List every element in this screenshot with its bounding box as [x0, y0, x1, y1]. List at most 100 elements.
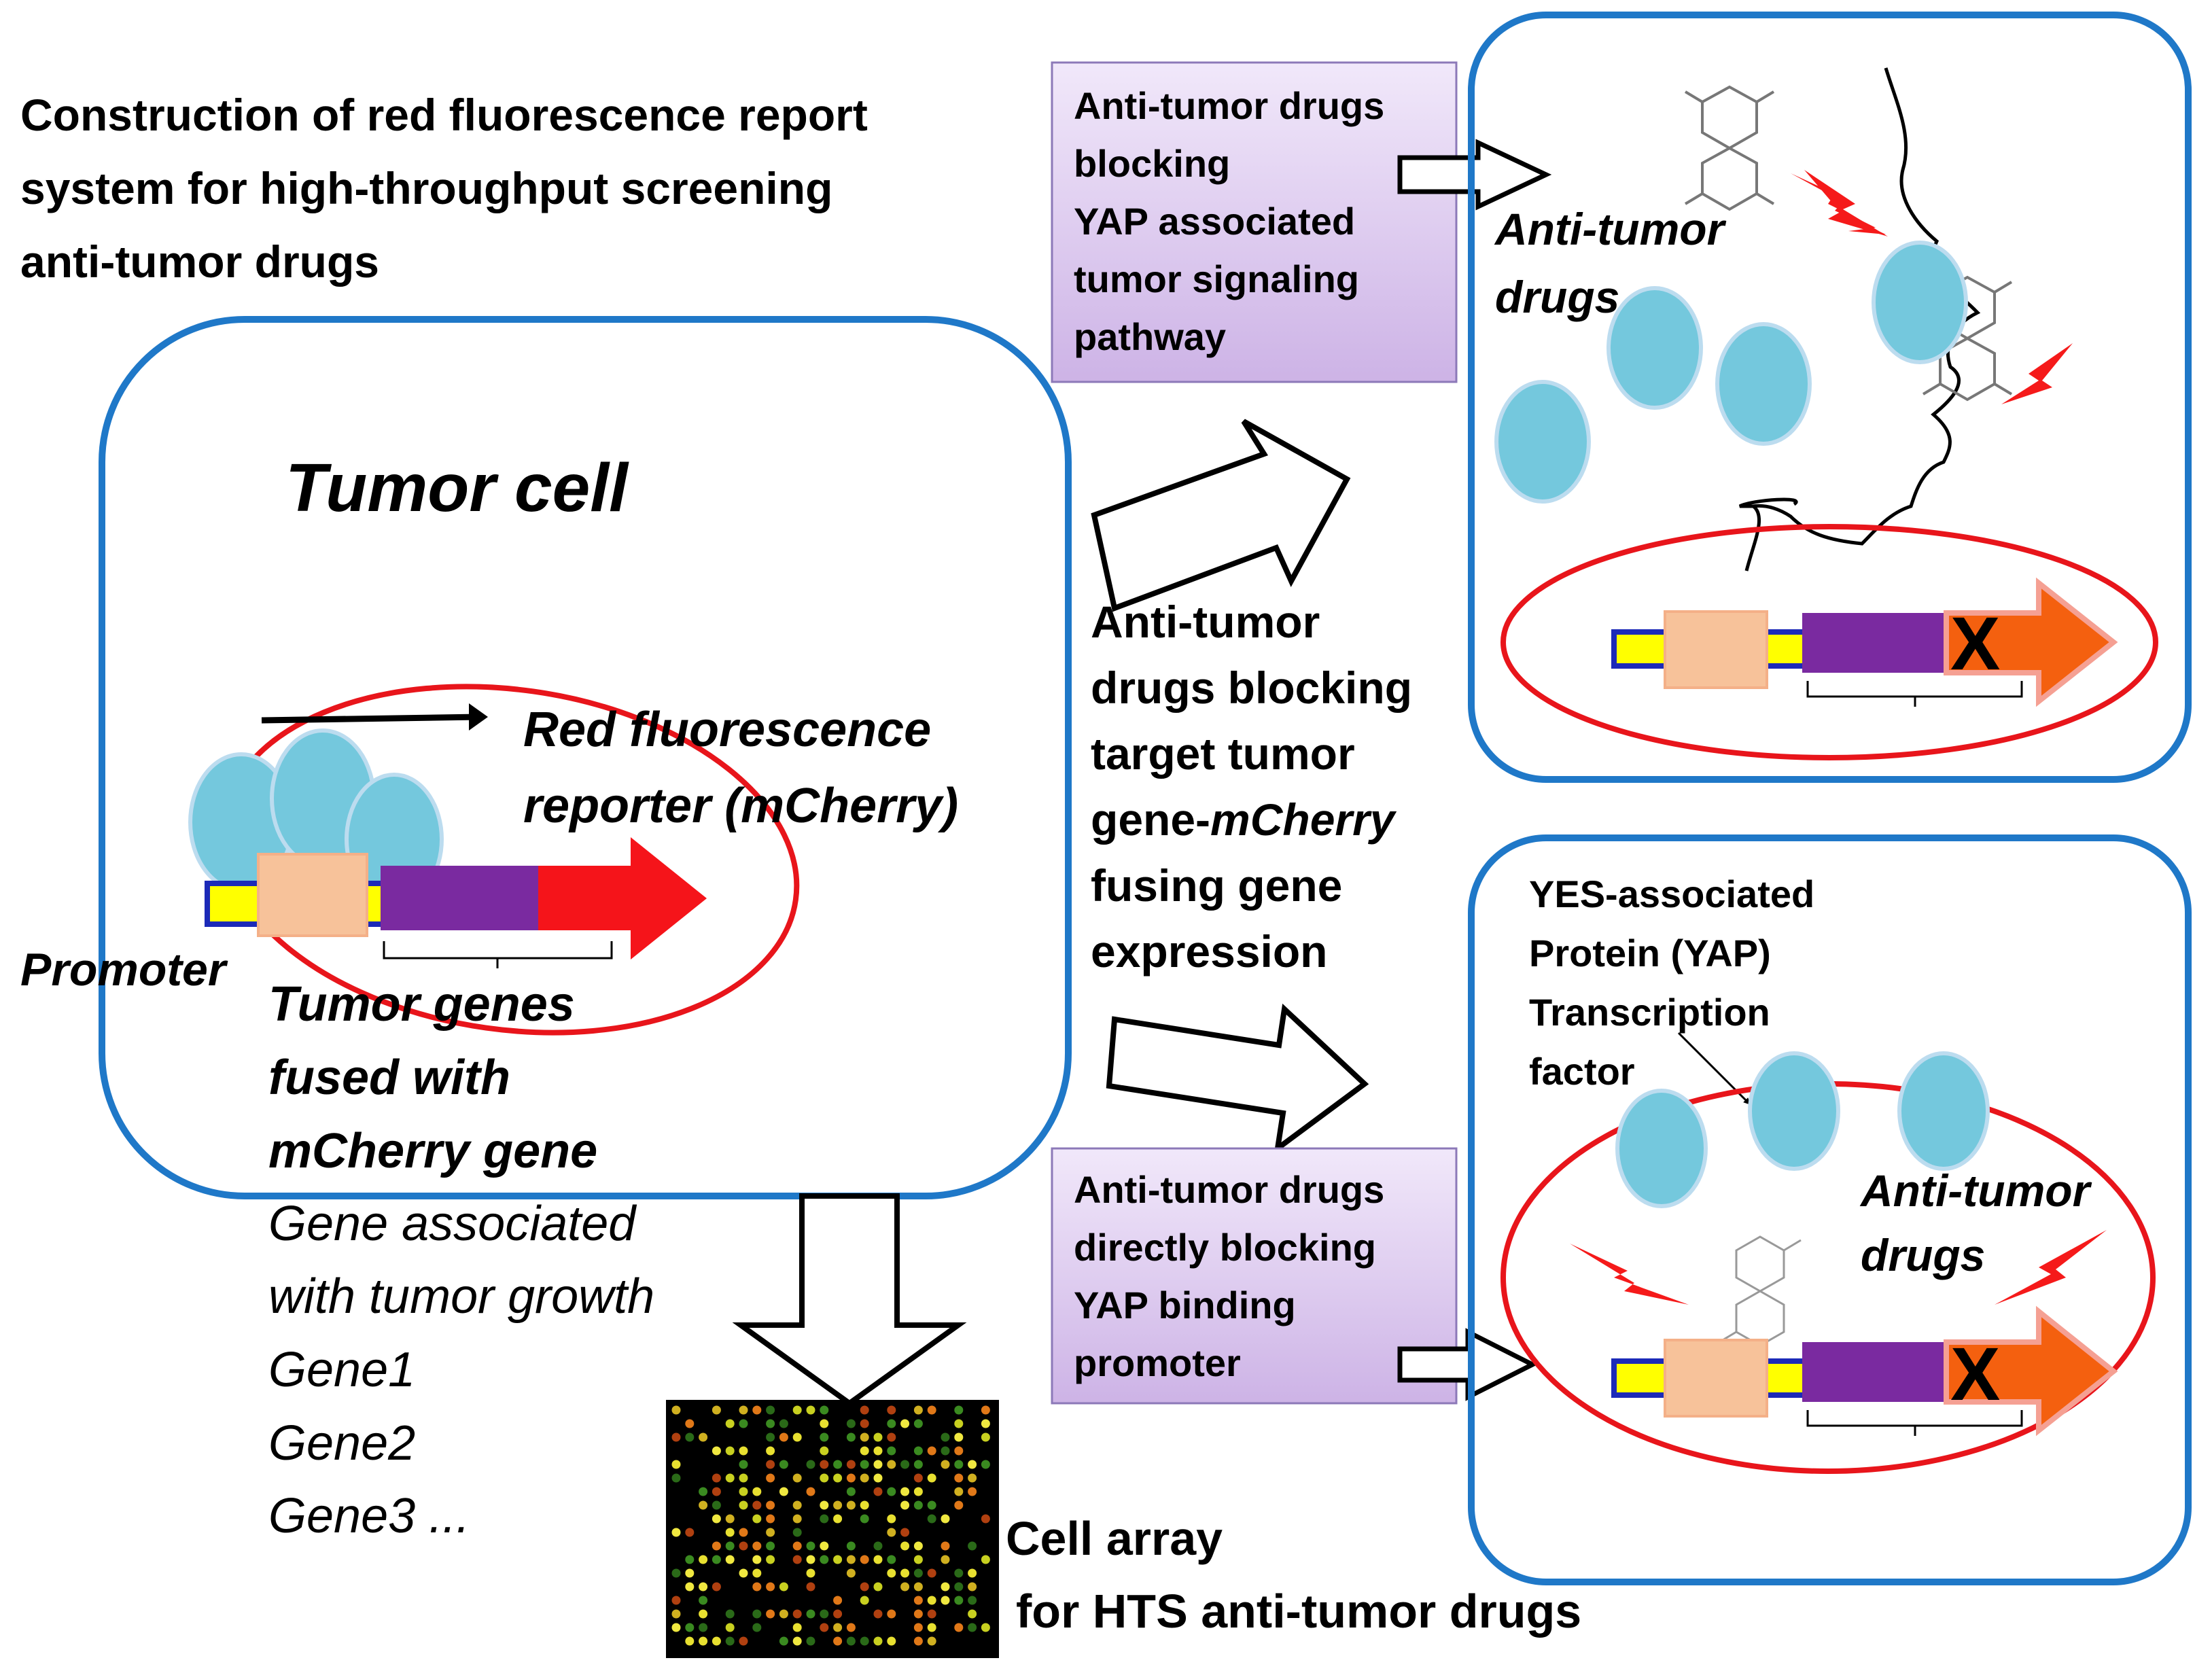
array-spot — [820, 1460, 829, 1469]
bottom-mechanism-text: Anti-tumor drugs directly blocking YAP b… — [1074, 1168, 1395, 1384]
array-spot — [927, 1609, 936, 1619]
array-spot — [699, 1432, 708, 1442]
array-spot — [752, 1623, 762, 1632]
array-spot — [833, 1514, 843, 1524]
mcherry-reporter-arrow — [1944, 577, 2118, 707]
array-spot — [833, 1596, 843, 1605]
top-mechanism-text: Anti-tumor drugs blocking YAP associated… — [1074, 84, 1395, 358]
array-spot — [900, 1500, 910, 1510]
array-spot — [860, 1419, 869, 1428]
array-spot — [846, 1555, 856, 1564]
array-spot — [981, 1514, 990, 1524]
treated-cell-bottom-border — [1468, 834, 2192, 1585]
array-spot — [792, 1514, 802, 1524]
array-spot — [887, 1555, 896, 1564]
array-spot — [873, 1487, 883, 1496]
anti-tumor-drugs-label-top: Anti-tumor drugs — [1494, 204, 1737, 322]
lower-right-arrow — [1106, 1003, 1369, 1155]
array-spot — [887, 1568, 896, 1578]
array-spot — [779, 1460, 788, 1469]
array-spot — [887, 1460, 896, 1469]
array-spot — [806, 1609, 815, 1619]
array-spot — [766, 1419, 775, 1428]
promoter-label: Promoter — [20, 944, 228, 996]
array-spot — [725, 1555, 735, 1564]
array-spot — [792, 1541, 802, 1551]
array-spot — [792, 1405, 802, 1415]
array-spot — [699, 1582, 708, 1591]
array-spot — [913, 1500, 923, 1510]
array-spot — [820, 1514, 829, 1524]
array-spot — [725, 1528, 735, 1537]
top-mechanism-box — [1051, 61, 1458, 383]
array-spot — [846, 1541, 856, 1551]
middle-explanation: Anti-tumor drugs blocking target tumor g… — [1091, 597, 1424, 977]
array-spot — [671, 1528, 681, 1537]
array-spot — [833, 1500, 843, 1510]
array-spot — [887, 1405, 896, 1415]
treated-cell-top-border — [1468, 12, 2192, 783]
array-spot — [699, 1623, 708, 1632]
array-spot — [792, 1432, 802, 1442]
array-spot — [752, 1609, 762, 1619]
array-spot — [779, 1487, 788, 1496]
array-spot — [699, 1609, 708, 1619]
array-spot — [913, 1568, 923, 1578]
gene-bracket — [1806, 681, 2023, 707]
array-spot — [820, 1419, 829, 1428]
array-spot — [860, 1514, 869, 1524]
promoter-block — [1664, 610, 1768, 689]
array-spot — [725, 1446, 735, 1456]
array-spot — [913, 1596, 923, 1605]
array-spot — [887, 1636, 896, 1646]
tumor-gene-block — [1802, 1342, 1946, 1402]
array-spot — [887, 1609, 896, 1619]
transcription-arrow — [261, 714, 480, 724]
lightning-bolt-icon — [2001, 343, 2073, 404]
array-spot — [927, 1500, 936, 1510]
blocked-x-mark: X — [1950, 602, 2000, 686]
array-spot — [927, 1405, 936, 1415]
array-spot — [900, 1460, 910, 1469]
yap-protein-oval — [1748, 1051, 1840, 1171]
array-spot — [712, 1582, 721, 1591]
array-spot — [833, 1473, 843, 1483]
array-spot — [981, 1555, 990, 1564]
array-spot — [927, 1636, 936, 1646]
array-spot — [820, 1609, 829, 1619]
array-spot — [873, 1555, 883, 1564]
array-spot — [873, 1446, 883, 1456]
array-spot — [941, 1582, 950, 1591]
gene-bracket — [383, 941, 613, 968]
array-spot — [820, 1473, 829, 1483]
array-spot — [913, 1473, 923, 1483]
tumor-gene-block — [381, 866, 538, 930]
array-spot — [766, 1541, 775, 1551]
down-arrow — [732, 1193, 967, 1407]
cell-array-spots — [671, 1405, 990, 1646]
array-spot — [766, 1528, 775, 1537]
title-text: Construction of red fluorescence report … — [20, 90, 880, 287]
gene-list: Gene associated with tumor growth Gene1 … — [268, 1197, 668, 1543]
array-spot — [671, 1432, 681, 1442]
array-spot — [820, 1432, 829, 1442]
array-spot — [846, 1419, 856, 1428]
bottom-mechanism-box — [1051, 1147, 1458, 1405]
array-spot — [981, 1405, 990, 1415]
array-spot — [913, 1555, 923, 1564]
array-spot — [887, 1419, 896, 1428]
array-spot — [766, 1555, 775, 1564]
array-spot — [725, 1623, 735, 1632]
array-spot — [900, 1487, 910, 1496]
array-spot — [752, 1487, 762, 1496]
array-spot — [968, 1473, 977, 1483]
array-spot — [887, 1514, 896, 1524]
array-spot — [913, 1582, 923, 1591]
array-spot — [968, 1596, 977, 1605]
array-spot — [900, 1419, 910, 1428]
array-spot — [860, 1432, 869, 1442]
array-spot — [685, 1623, 695, 1632]
array-spot — [806, 1541, 815, 1551]
array-spot — [860, 1636, 869, 1646]
array-spot — [820, 1555, 829, 1564]
